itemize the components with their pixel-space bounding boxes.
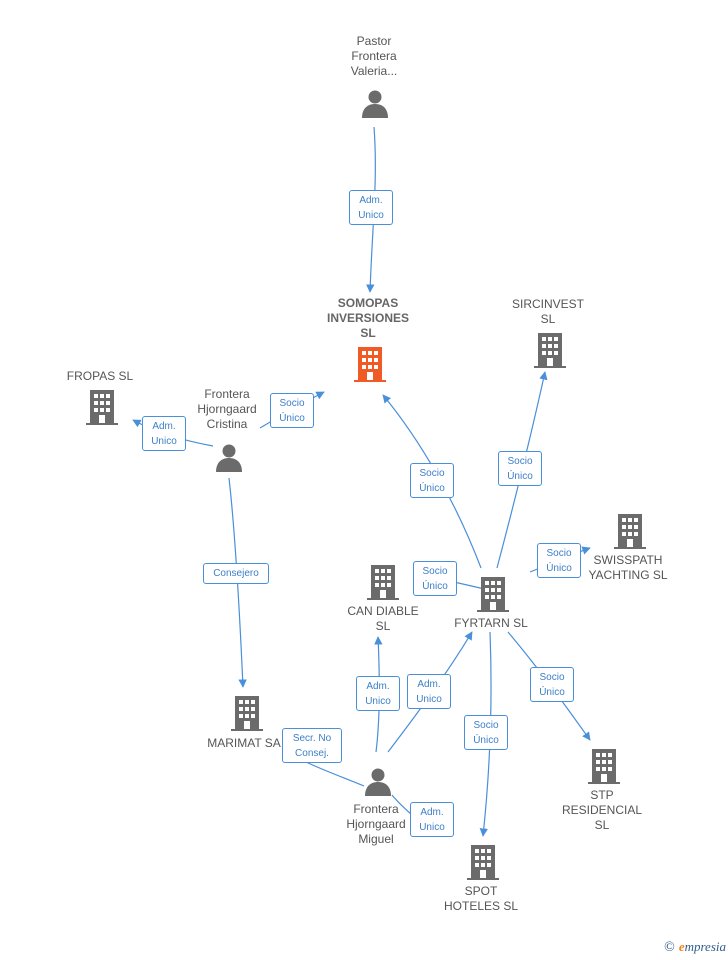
node-label-marimat[interactable]: MARIMAT SA (207, 736, 281, 750)
building-icon[interactable] (367, 564, 399, 600)
edge-label-adm-unico: Adm. Unico (356, 676, 400, 711)
person-icon[interactable] (363, 766, 393, 796)
brand-name: mpresia (684, 939, 726, 954)
empresia-logo[interactable]: ©empresia (664, 939, 726, 956)
edge-label-secr-no-consej: Secr. No Consej. (282, 728, 342, 763)
edge-label-socio-unico: Socio Único (464, 715, 508, 750)
node-label-candiable[interactable]: CAN DIABLE SL (347, 604, 419, 633)
node-label-fropas[interactable]: FROPAS SL (66, 369, 134, 383)
node-label-pastor[interactable]: Pastor Frontera Valeria... (350, 34, 398, 78)
node-label-miguel[interactable]: Frontera Hjorngaard Miguel (346, 802, 406, 846)
building-icon[interactable] (354, 346, 386, 382)
node-label-somopas[interactable]: SOMOPAS INVERSIONES SL (326, 296, 410, 340)
node-label-spot[interactable]: SPOT HOTELES SL (443, 884, 519, 913)
building-icon[interactable] (231, 695, 263, 731)
building-icon[interactable] (477, 576, 509, 612)
building-icon[interactable] (588, 748, 620, 784)
edge-label-socio-unico: Socio Único (270, 393, 314, 428)
node-label-cristina[interactable]: Frontera Hjorngaard Cristina (197, 387, 257, 431)
edge-label-socio-unico: Socio Único (530, 667, 574, 702)
edge-label-adm-unico: Adm. Unico (407, 674, 451, 709)
edge-label-consejero: Consejero (203, 563, 269, 584)
building-icon[interactable] (467, 844, 499, 880)
building-icon[interactable] (614, 513, 646, 549)
copyright-symbol: © (664, 940, 675, 955)
person-icon[interactable] (214, 442, 244, 472)
node-label-sircinvest[interactable]: SIRCINVEST SL (511, 297, 584, 326)
person-icon[interactable] (360, 88, 390, 118)
edge-label-adm-unico: Adm. Unico (410, 802, 454, 837)
edge-label-socio-unico: Socio Único (537, 543, 581, 578)
edge-label-adm-unico: Adm. Unico (349, 190, 393, 225)
node-label-swisspath[interactable]: SWISSPATH YACHTING SL (588, 553, 668, 582)
edge-label-socio-unico: Socio Único (498, 451, 542, 486)
building-icon[interactable] (86, 389, 118, 425)
node-label-stp[interactable]: STP RESIDENCIAL SL (561, 788, 643, 832)
brand-initial: e (678, 939, 685, 954)
edge-label-socio-unico: Socio Único (410, 463, 454, 498)
node-label-fyrtarn[interactable]: FYRTARN SL (454, 616, 528, 630)
building-icon[interactable] (534, 332, 566, 368)
edge-label-socio-unico: Socio Único (413, 561, 457, 596)
edge-label-adm-unico: Adm. Unico (142, 416, 186, 451)
